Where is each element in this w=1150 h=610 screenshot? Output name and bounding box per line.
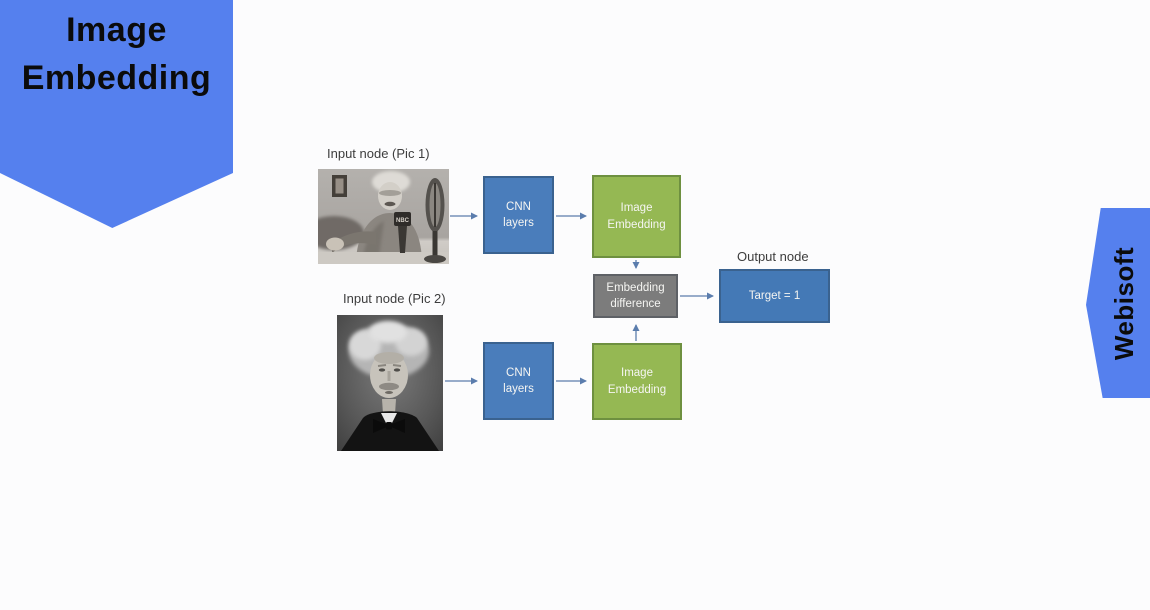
input-node-2-label: Input node (Pic 2) <box>343 291 446 306</box>
cnn1-line1: CNN <box>506 200 531 213</box>
brand-label: Webisoft <box>1109 246 1140 360</box>
emb2-line1: Image <box>621 367 653 380</box>
input-photo-2 <box>337 315 443 451</box>
cnn2-line2: layers <box>503 383 534 395</box>
emb2-line2: Embedding <box>607 383 667 396</box>
input-photo-1: NBC <box>304 169 449 264</box>
brand-ribbon: Webisoft <box>1086 208 1150 398</box>
title-line-2: Embedding <box>21 59 212 97</box>
nbc-mic-label: NBC <box>396 218 410 224</box>
diff-line1: Embedding <box>606 281 665 294</box>
emb1-line1: Image <box>620 202 653 215</box>
title-line-1: Image <box>66 11 167 49</box>
emb1-line2: Embedding <box>607 218 666 231</box>
einstein-portrait-photo <box>337 315 443 451</box>
image-embedding-node-1: Image Embedding <box>592 175 681 258</box>
cnn1-line2: layers <box>503 217 534 229</box>
brand-ribbon-inner: Webisoft <box>1100 208 1150 398</box>
input-node-1-label: Input node (Pic 1) <box>327 146 430 161</box>
image-embedding-node-2: Image Embedding <box>592 343 682 420</box>
target-label: Target = 1 <box>748 289 801 302</box>
target-output-node: Target = 1 <box>719 269 830 323</box>
diff-line2: difference <box>610 298 661 310</box>
title-ribbon: Image Embedding <box>0 0 233 228</box>
output-node-label: Output node <box>737 249 809 264</box>
cnn-layers-node-1: CNN layers <box>483 176 554 254</box>
cnn-layers-node-2: CNN layers <box>483 342 554 420</box>
cnn2-line1: CNN <box>506 366 531 379</box>
einstein-desk-nbc-photo: NBC <box>304 169 449 264</box>
embedding-difference-node: Embedding difference <box>593 274 678 318</box>
